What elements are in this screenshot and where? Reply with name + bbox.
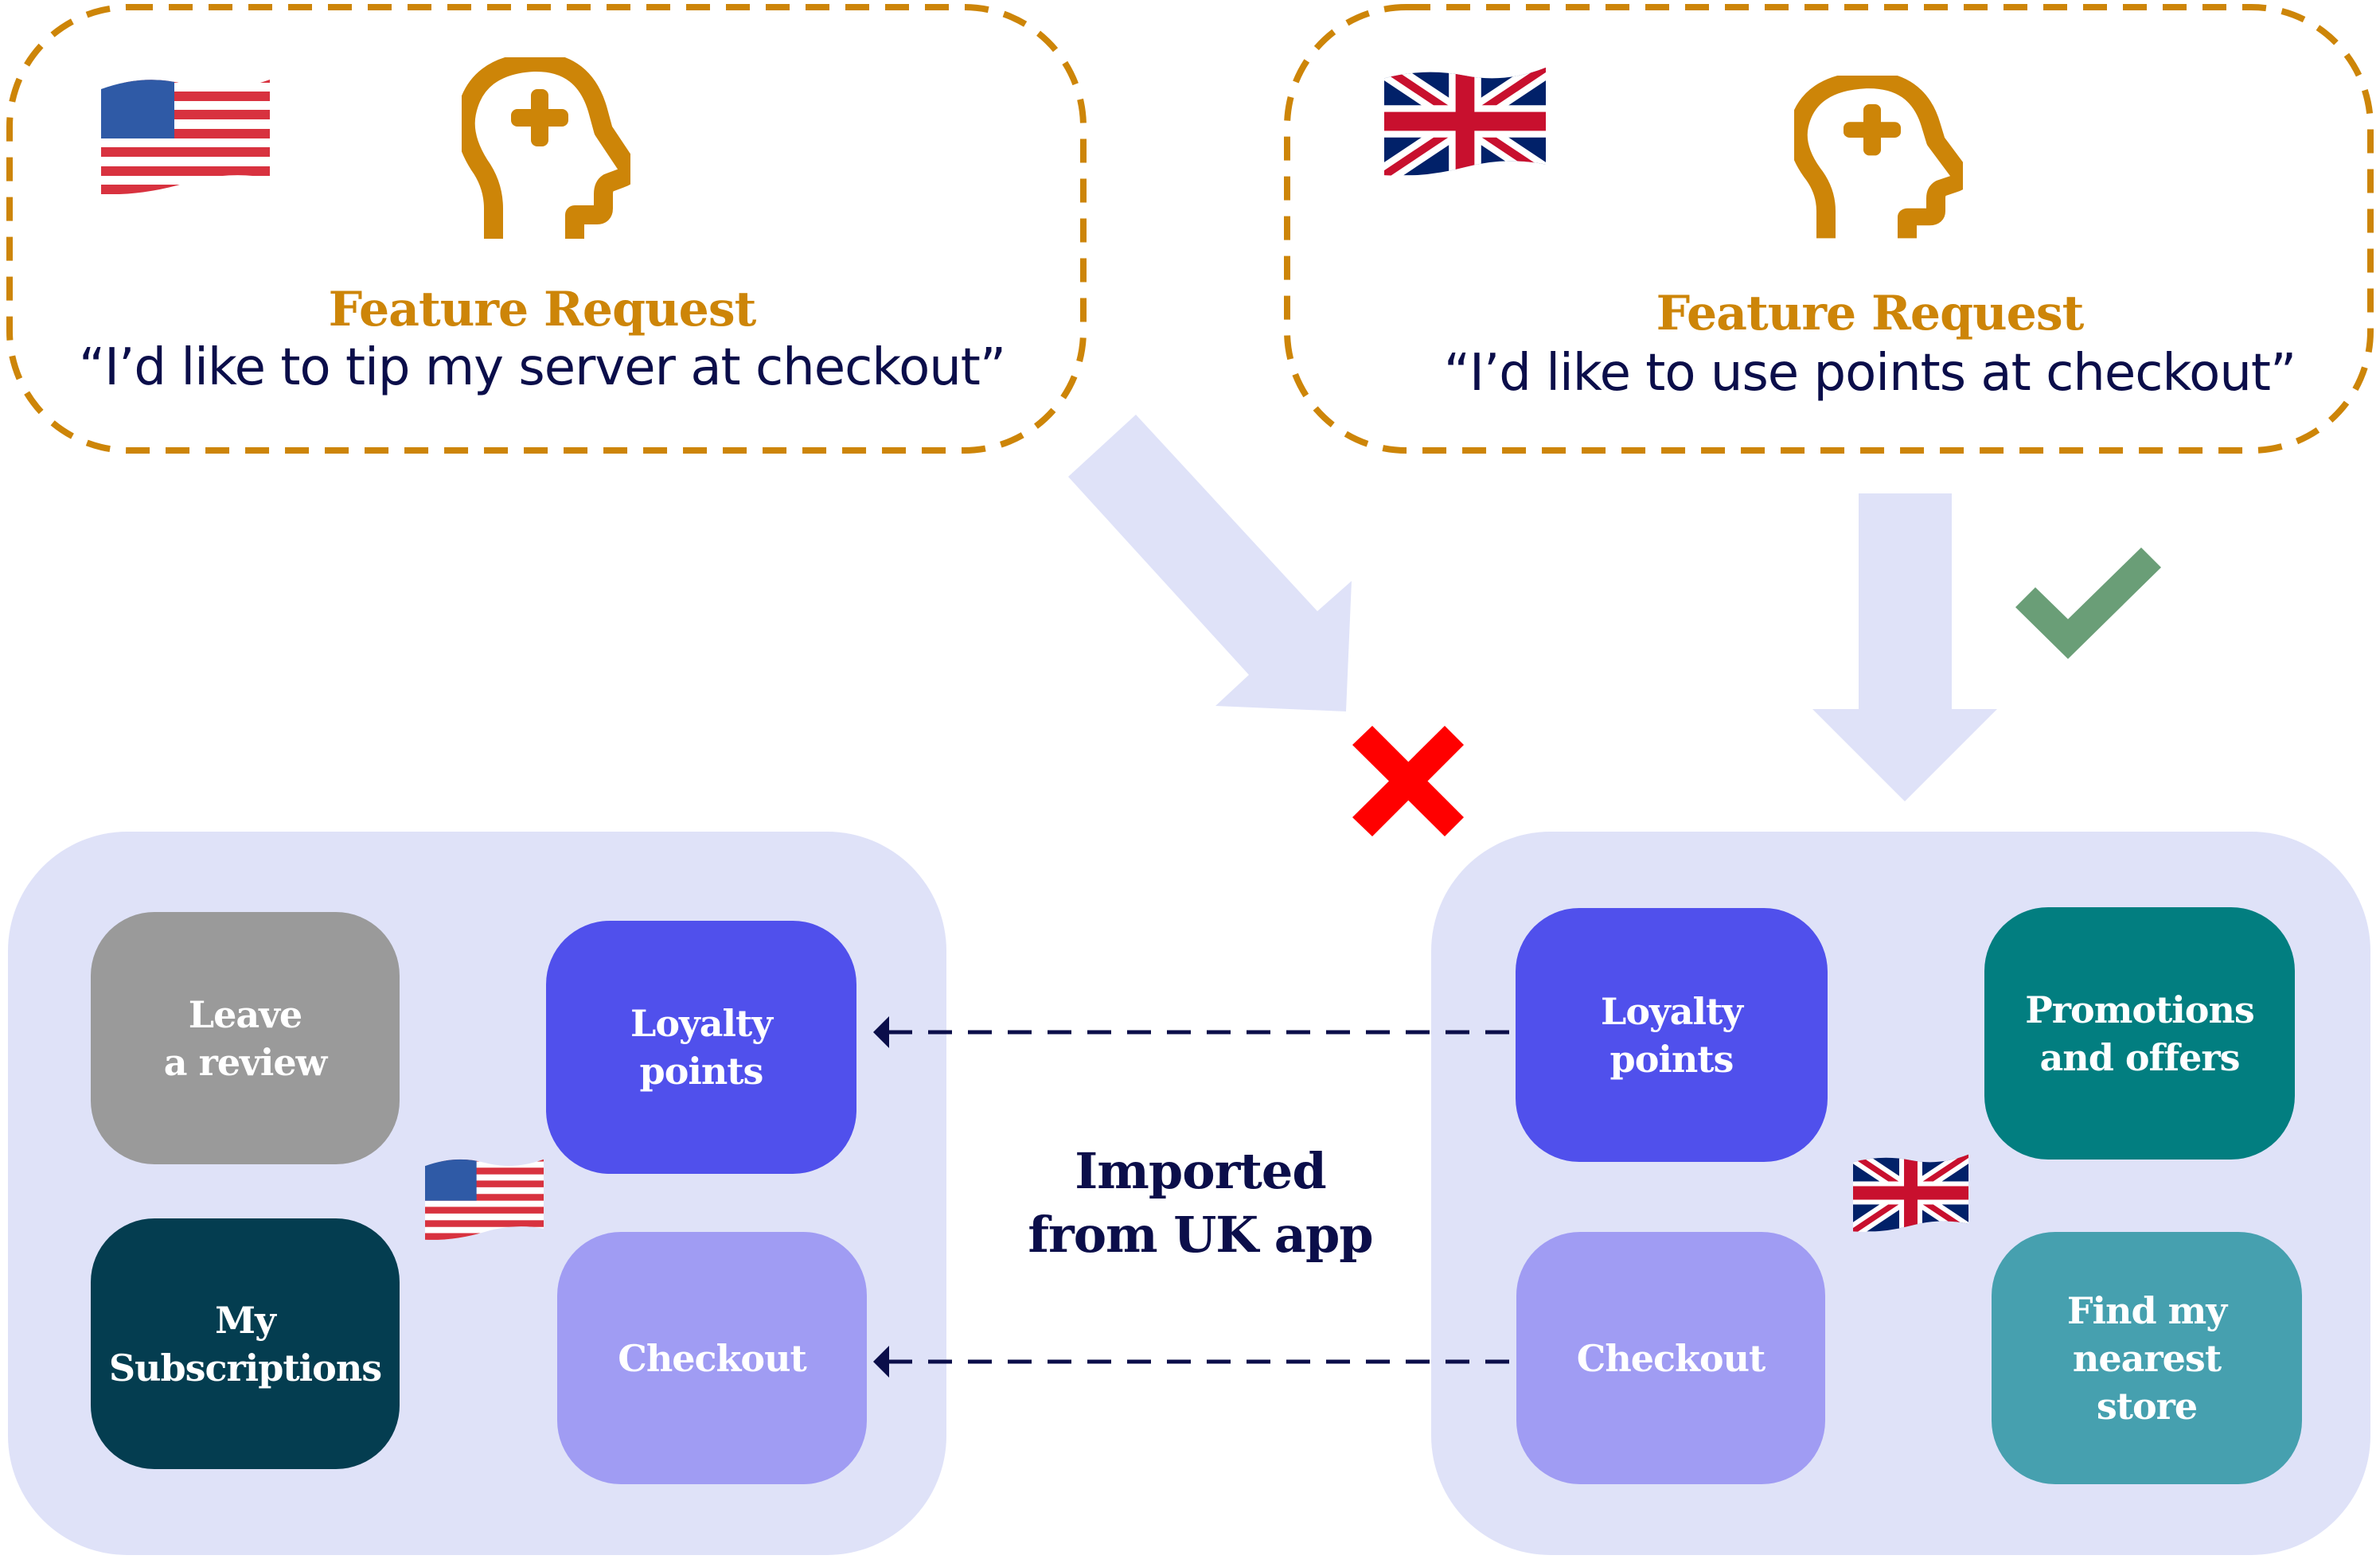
feature-label: Checkout: [618, 1336, 807, 1380]
feature-label: Loyalty points: [630, 1002, 773, 1093]
uk-flag-icon: [1384, 67, 1546, 176]
us-feature-checkout[interactable]: Checkout: [557, 1232, 867, 1484]
cross-icon: [1352, 726, 1464, 836]
feature-label: Leave a review: [163, 992, 327, 1084]
import-label: Imported from UK app: [1028, 1142, 1373, 1264]
us-feature-my-subscriptions[interactable]: My Subscriptions: [91, 1218, 400, 1469]
us-request-arrow: [1068, 415, 1352, 711]
check-icon: [2015, 548, 2161, 659]
uk-request-quote: “I’d like to use points at checkout”: [1443, 344, 2296, 403]
feature-label: Promotions and offers: [2025, 988, 2255, 1079]
us-flag-icon: [101, 80, 270, 194]
import-arrow-checkout: [873, 1346, 1509, 1378]
us-flag-icon: [425, 1159, 544, 1240]
feature-label: Checkout: [1576, 1336, 1766, 1380]
us-request-quote: “I’d like to tip my server at checkout”: [78, 338, 1006, 397]
import-arrow-loyalty: [873, 1016, 1509, 1048]
uk-feature-find-store[interactable]: Find my nearest store: [1992, 1232, 2302, 1484]
uk-request-title: Feature Request: [1656, 286, 2085, 341]
uk-feature-loyalty-points[interactable]: Loyalty points: [1516, 908, 1828, 1162]
feature-label: My Subscriptions: [108, 1298, 382, 1390]
uk-feature-checkout[interactable]: Checkout: [1516, 1232, 1825, 1484]
uk-flag-icon: [1853, 1154, 1968, 1232]
us-request-title: Feature Request: [328, 282, 757, 337]
feature-label: Find my nearest store: [2066, 1288, 2227, 1428]
head-plus-icon: [462, 57, 630, 239]
uk-feature-promotions-offers[interactable]: Promotions and offers: [1984, 907, 2295, 1160]
uk-request-arrow: [1812, 493, 1997, 801]
feature-label: Loyalty points: [1600, 989, 1743, 1081]
us-feature-loyalty-points[interactable]: Loyalty points: [546, 921, 856, 1174]
us-feature-leave-review[interactable]: Leave a review: [91, 912, 400, 1164]
head-plus-icon: [1794, 76, 1963, 239]
